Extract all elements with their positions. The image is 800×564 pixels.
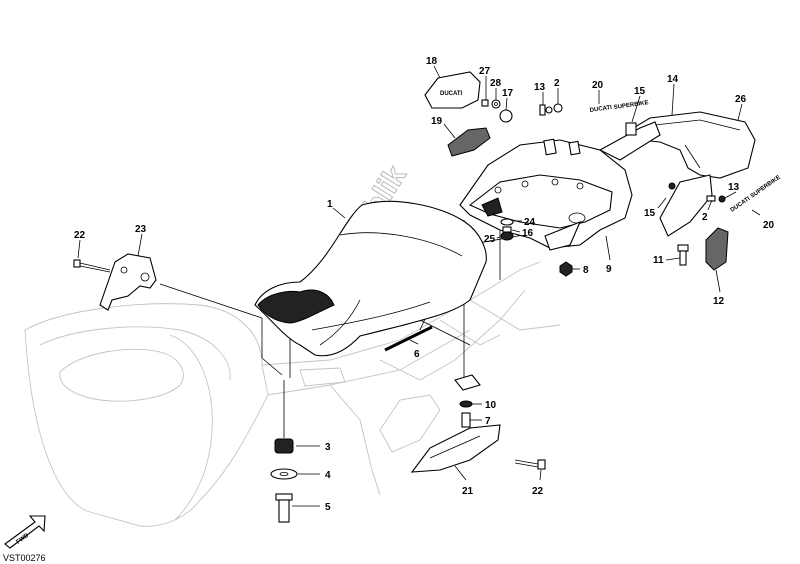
- callout-14: 14: [667, 74, 679, 85]
- callout-8: 8: [583, 265, 589, 276]
- callout-22-left: 22: [74, 230, 86, 241]
- callout-19: 19: [431, 116, 443, 127]
- svg-text:SUPERBIKE: SUPERBIKE: [750, 175, 782, 200]
- part-screw-27: [481, 99, 489, 107]
- callout-18: 18: [426, 56, 438, 67]
- part-bracket-23: [99, 253, 157, 311]
- part-bracket-21: [410, 424, 501, 473]
- part-washer-4: [270, 468, 298, 480]
- callout-13-top: 13: [534, 82, 546, 93]
- part-rubber-3: [274, 438, 294, 454]
- callout-11: 11: [653, 255, 664, 266]
- callout-1: 1: [327, 199, 333, 210]
- part-spacer-16: [502, 226, 512, 233]
- part-screw-13-top: [539, 104, 553, 116]
- part-mount-block: [454, 374, 481, 391]
- callout-9: 9: [606, 264, 612, 275]
- callout-4: 4: [325, 470, 331, 481]
- callout-28: 28: [490, 78, 502, 89]
- callouts: 1 18 19 27 28 17 13 2 20 15 14 26: [74, 56, 775, 513]
- decal-20-right: DUCATI SUPERBIKE: [730, 175, 782, 214]
- callout-13-right: 13: [728, 182, 740, 193]
- part-tail-cover-26: [629, 111, 756, 179]
- callout-15-right: 15: [644, 208, 656, 219]
- callout-10: 10: [485, 400, 497, 411]
- callout-25: 25: [484, 234, 496, 245]
- part-bolt-5: [275, 493, 293, 523]
- part-washer-28: [491, 99, 501, 109]
- part-washer-10: [459, 400, 473, 408]
- part-bolt-22-right: [514, 459, 546, 470]
- callout-20-top: 20: [592, 80, 604, 91]
- callout-26: 26: [735, 94, 747, 105]
- drawing-code: VST00276: [3, 553, 46, 563]
- svg-text:SUPERBIKE: SUPERBIKE: [613, 100, 649, 111]
- callout-6: 6: [414, 349, 420, 360]
- callout-7: 7: [485, 416, 491, 427]
- part-mesh-19: [447, 127, 491, 157]
- part-seat-1: [254, 200, 487, 357]
- part-washer-2-top: [553, 103, 563, 113]
- part-stay-14: [598, 121, 661, 161]
- part-screw-13-right: [706, 195, 726, 203]
- part-cover-18: DUCATI: [424, 71, 481, 109]
- part-nut-8: [559, 261, 573, 277]
- callout-20-right: 20: [763, 220, 775, 231]
- svg-text:DUCATI: DUCATI: [730, 196, 752, 214]
- callout-3: 3: [325, 442, 331, 453]
- part-washer-24: [500, 218, 514, 226]
- decal-20-top: DUCATI SUPERBIKE: [589, 100, 649, 114]
- part-grommet-25: [500, 231, 514, 241]
- callout-2-top: 2: [554, 78, 560, 89]
- callout-24: 24: [524, 217, 536, 228]
- callout-15-top: 15: [634, 86, 646, 97]
- callout-21: 21: [462, 486, 474, 497]
- callout-23: 23: [135, 224, 147, 235]
- fwd-arrow: FWD: [4, 515, 46, 549]
- part-side-panel: [659, 174, 713, 237]
- callout-16: 16: [522, 228, 534, 239]
- callout-12: 12: [713, 296, 725, 307]
- part-rod-6: [384, 325, 433, 352]
- part-bolt-7: [461, 412, 471, 428]
- callout-22-right: 22: [532, 486, 544, 497]
- svg-text:DUCATI: DUCATI: [589, 105, 612, 114]
- callout-2-right: 2: [702, 212, 708, 223]
- part-mesh-12: [705, 227, 729, 271]
- part-bolt-11: [677, 244, 689, 266]
- ghost-frame-outline: [24, 261, 561, 527]
- part-bolt-22-left: [73, 259, 111, 273]
- part-grommet-17: [499, 109, 513, 123]
- cover-logo-text: DUCATI: [440, 91, 463, 97]
- callout-27: 27: [479, 66, 491, 77]
- callout-5: 5: [325, 502, 331, 513]
- callout-17: 17: [502, 88, 514, 99]
